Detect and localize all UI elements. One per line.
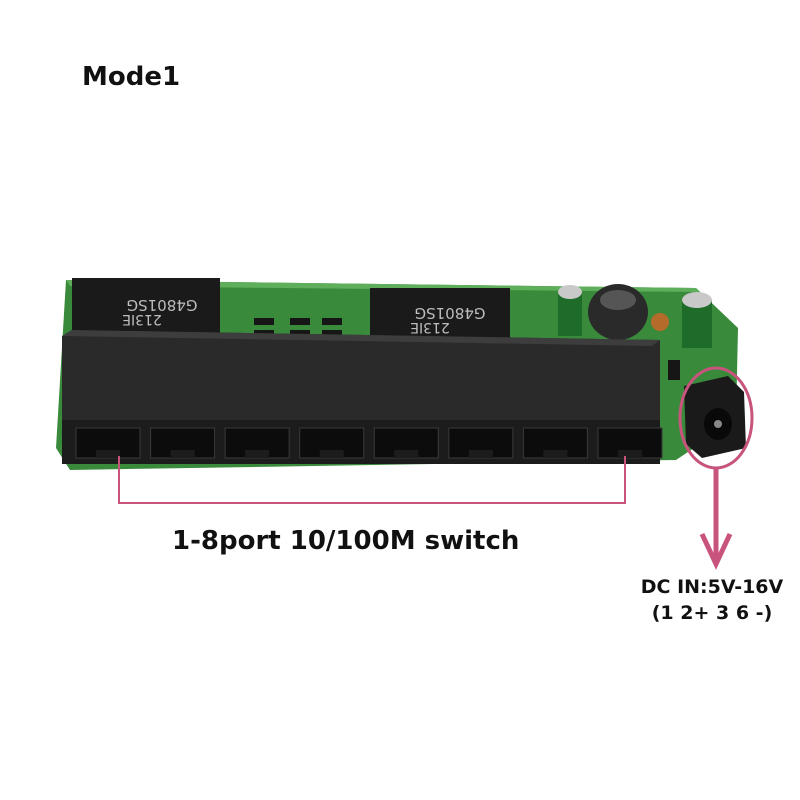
chip1-text-2: 213IE — [122, 311, 162, 327]
capacitor-2 — [682, 292, 712, 348]
port-label: 1-8port 10/100M switch — [172, 526, 520, 556]
transformer-chip-1: G4801SG 213IE — [72, 278, 220, 336]
chip1-text-1: G4801SG — [127, 296, 198, 314]
chip2-text-2: 213IE — [410, 319, 450, 335]
rj45-port-tab — [245, 450, 270, 458]
port-range-bracket — [118, 456, 626, 504]
rj45-port-tab — [543, 450, 568, 458]
dc-label-line-1: DC IN:5V-16V — [640, 576, 784, 598]
inductor — [588, 284, 669, 340]
rj45-port-tab — [170, 450, 195, 458]
chip2-text-1: G4801SG — [415, 304, 486, 322]
rj45-port-tab — [394, 450, 419, 458]
rj45-port-tab — [618, 450, 642, 458]
dc-jack — [684, 376, 746, 458]
capacitor-1 — [558, 285, 582, 336]
dc-label-line-2: (1 2+ 3 6 -) — [651, 602, 773, 624]
rj45-port-tab — [319, 450, 344, 458]
dc-input-label: DC IN:5V-16V (1 2+ 3 6 -) — [632, 574, 792, 626]
pcb-edge-highlight — [66, 280, 700, 292]
rj45-port — [448, 427, 514, 459]
rj45-port-tab — [96, 450, 120, 458]
arrow-head — [699, 532, 733, 570]
rj45-ports — [75, 427, 663, 459]
rj45-port-tab — [468, 450, 493, 458]
page-title: Mode1 — [82, 62, 181, 92]
